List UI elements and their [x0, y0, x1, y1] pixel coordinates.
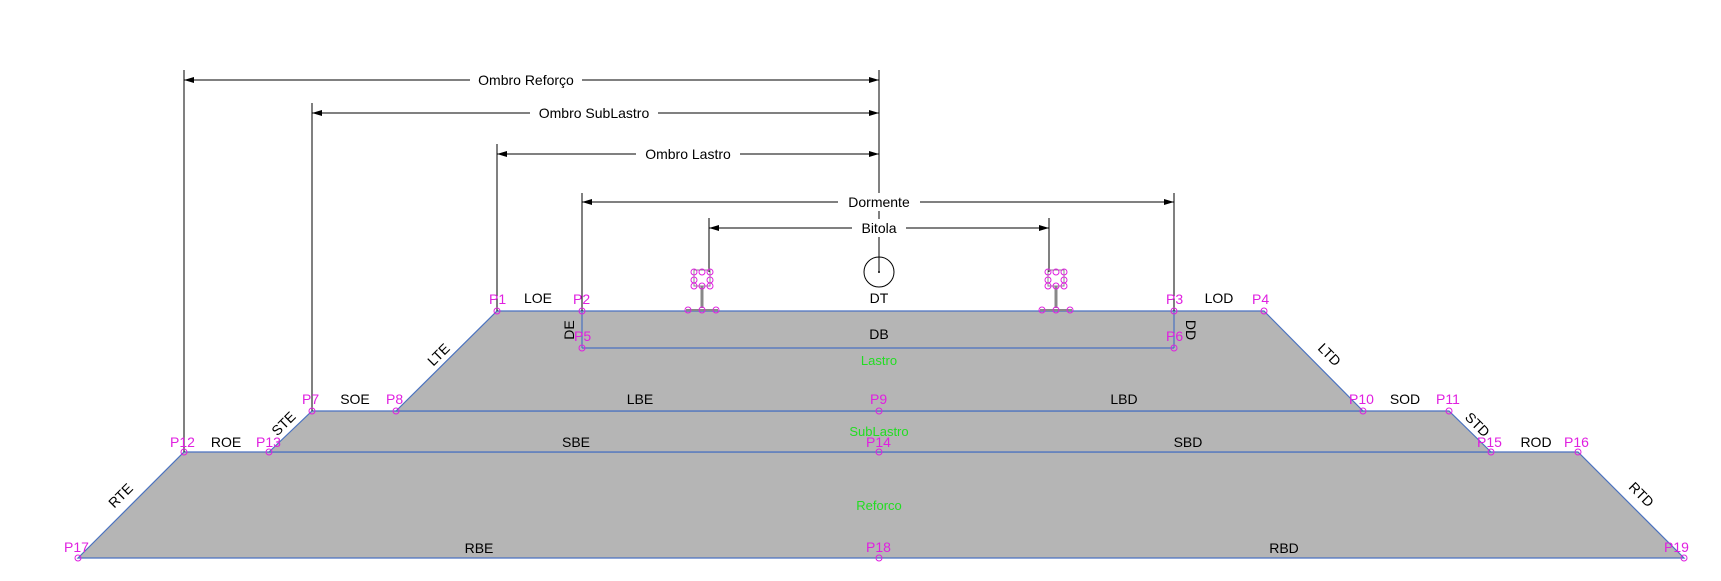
point-label-p19: P19 [1664, 539, 1689, 555]
point-label-p18: P18 [866, 539, 891, 555]
segment-label-db: DB [869, 326, 888, 342]
segment-label-roe: ROE [211, 434, 241, 450]
segment-label-de: DE [561, 320, 577, 339]
segment-label-rod: ROD [1520, 434, 1551, 450]
point-label-p9: P9 [870, 391, 887, 407]
segment-label-ltd: LTD [1315, 340, 1344, 369]
layer-label-sublastro: SubLastro [849, 424, 908, 439]
point-label-p3: P3 [1166, 291, 1183, 307]
segment-label-lbe: LBE [627, 391, 653, 407]
layer-label-reforco: Reforco [856, 498, 902, 513]
ombro-reforco-label: Ombro Reforço [478, 72, 574, 88]
segment-label-lbd: LBD [1110, 391, 1137, 407]
segment-label-sbe: SBE [562, 434, 590, 450]
segment-label-lod: LOD [1205, 290, 1234, 306]
segment-label-dd: DD [1183, 320, 1199, 340]
dormente-label: Dormente [848, 194, 910, 210]
sublastro-layer [267, 410, 1493, 453]
track-center-circle [863, 256, 895, 288]
point-label-p13: P13 [256, 434, 281, 450]
ombro-sublastro-label: Ombro SubLastro [539, 105, 650, 121]
point-label-p8: P8 [386, 391, 403, 407]
point-label-p1: P1 [489, 291, 506, 307]
right-rail-icon [1038, 268, 1074, 314]
layer-label-lastro: Lastro [861, 353, 897, 368]
point-label-p16: P16 [1564, 434, 1589, 450]
point-label-p4: P4 [1252, 291, 1269, 307]
reforco-layer [76, 451, 1686, 559]
point-label-p14: P14 [866, 434, 891, 450]
track-center-dot [878, 271, 880, 273]
bitola-label: Bitola [861, 220, 896, 236]
point-label-p5: P5 [574, 328, 591, 344]
lastro-layer [394, 310, 1365, 412]
segment-label-rbe: RBE [465, 540, 494, 556]
point-label-p7: P7 [302, 391, 319, 407]
point-markers [74, 307, 1688, 562]
segment-label-soe: SOE [340, 391, 370, 407]
segment-label-dt: DT [870, 290, 889, 306]
segment-label-sod: SOD [1390, 391, 1420, 407]
segment-label-loe: LOE [524, 290, 552, 306]
left-rail-icon [684, 268, 720, 314]
point-label-p12: P12 [170, 434, 195, 450]
point-label-p17: P17 [64, 539, 89, 555]
segment-label-rbd: RBD [1269, 540, 1299, 556]
point-label-p6: P6 [1166, 328, 1183, 344]
point-label-p2: P2 [573, 291, 590, 307]
segment-label-sbd: SBD [1174, 434, 1203, 450]
ombro-lastro-label: Ombro Lastro [645, 146, 731, 162]
point-label-p11: P11 [1436, 391, 1460, 407]
point-label-p10: P10 [1349, 391, 1374, 407]
point-label-p15: P15 [1477, 434, 1502, 450]
